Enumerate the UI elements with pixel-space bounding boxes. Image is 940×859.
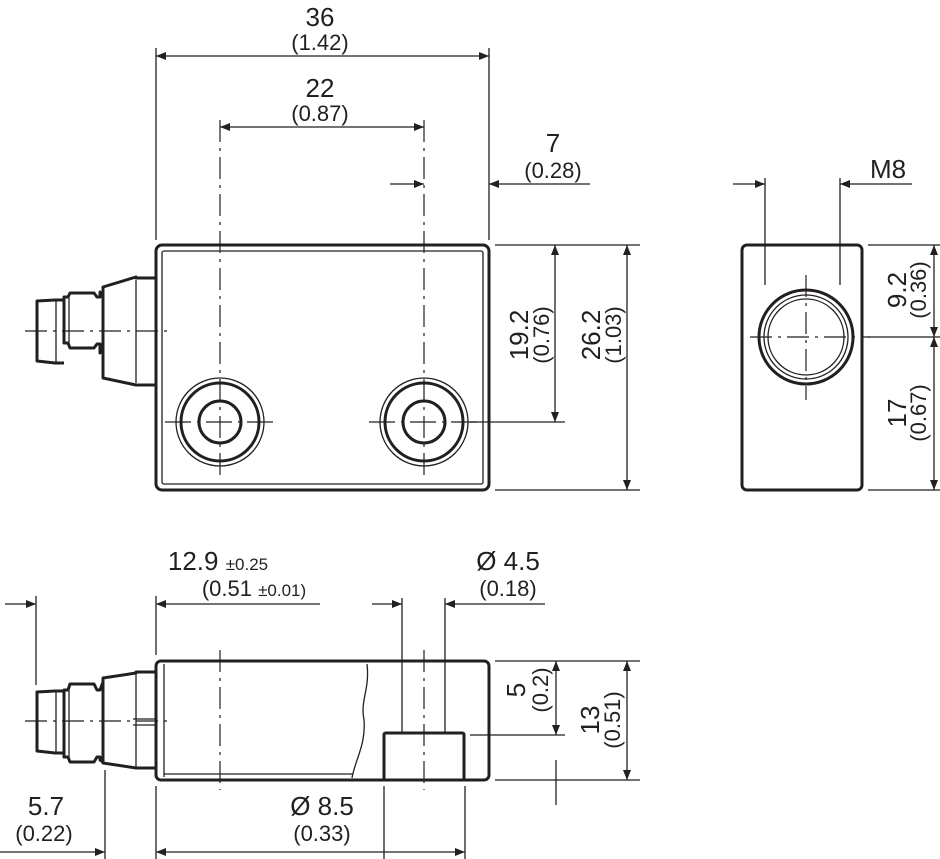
dim-hole-offset-mm: 7	[546, 128, 560, 158]
dim-thread-bottom-mm: 17	[882, 399, 912, 428]
dim-height-in: (1.03)	[601, 306, 626, 363]
connector-front	[25, 670, 168, 770]
dim-bore-in: (0.18)	[479, 576, 536, 601]
top-view: 36 (1.42) 22 (0.87) 7 (0.28) 19.2 (0.76)…	[25, 2, 640, 492]
bottom-view: 12.9 ±0.25 (0.51 ±0.01) Ø 4.5 (0.18) 5 (…	[0, 546, 640, 859]
dim-connector-offset-in: (0.51 ±0.01)	[202, 576, 306, 601]
sensor-body-front	[154, 659, 491, 782]
dim-width-mm: 36	[306, 2, 335, 32]
connector	[25, 275, 168, 387]
dim-connector-length-mm: 5.7	[28, 791, 64, 821]
dim-counterbore-depth-mm: 5	[501, 683, 531, 697]
dim-thickness-mm: 13	[575, 706, 605, 735]
dim-connector-offset-mm: 12.9 ±0.25	[168, 546, 268, 576]
dim-hole-height-in: (0.76)	[529, 306, 554, 363]
dim-thread-top-in: (0.36)	[906, 261, 931, 318]
side-view: M8 9.2 (0.36) 17 (0.67)	[733, 154, 940, 492]
dim-counterbore-in: (0.33)	[293, 821, 350, 846]
dim-thread-top-mm: 9.2	[882, 272, 912, 308]
dim-width-in: (1.42)	[291, 30, 348, 55]
dim-hole-height-mm: 19.2	[504, 310, 534, 361]
dim-thickness-in: (0.51)	[600, 691, 625, 748]
dim-hole-spacing-in: (0.87)	[291, 101, 348, 126]
dim-connector-length-in: (0.22)	[15, 821, 72, 846]
dim-bore-mm: Ø 4.5	[476, 546, 540, 576]
dim-hole-offset-in: (0.28)	[524, 158, 581, 183]
dim-counterbore-depth-in: (0.2)	[528, 667, 553, 712]
dim-thread: M8	[870, 154, 906, 184]
dim-thread-bottom-in: (0.67)	[906, 384, 931, 441]
dim-height-mm: 26.2	[576, 310, 606, 361]
sensor-body	[154, 243, 491, 492]
sensor-body-side	[740, 243, 864, 492]
dim-counterbore-mm: Ø 8.5	[290, 791, 354, 821]
dim-hole-spacing-mm: 22	[306, 73, 335, 103]
